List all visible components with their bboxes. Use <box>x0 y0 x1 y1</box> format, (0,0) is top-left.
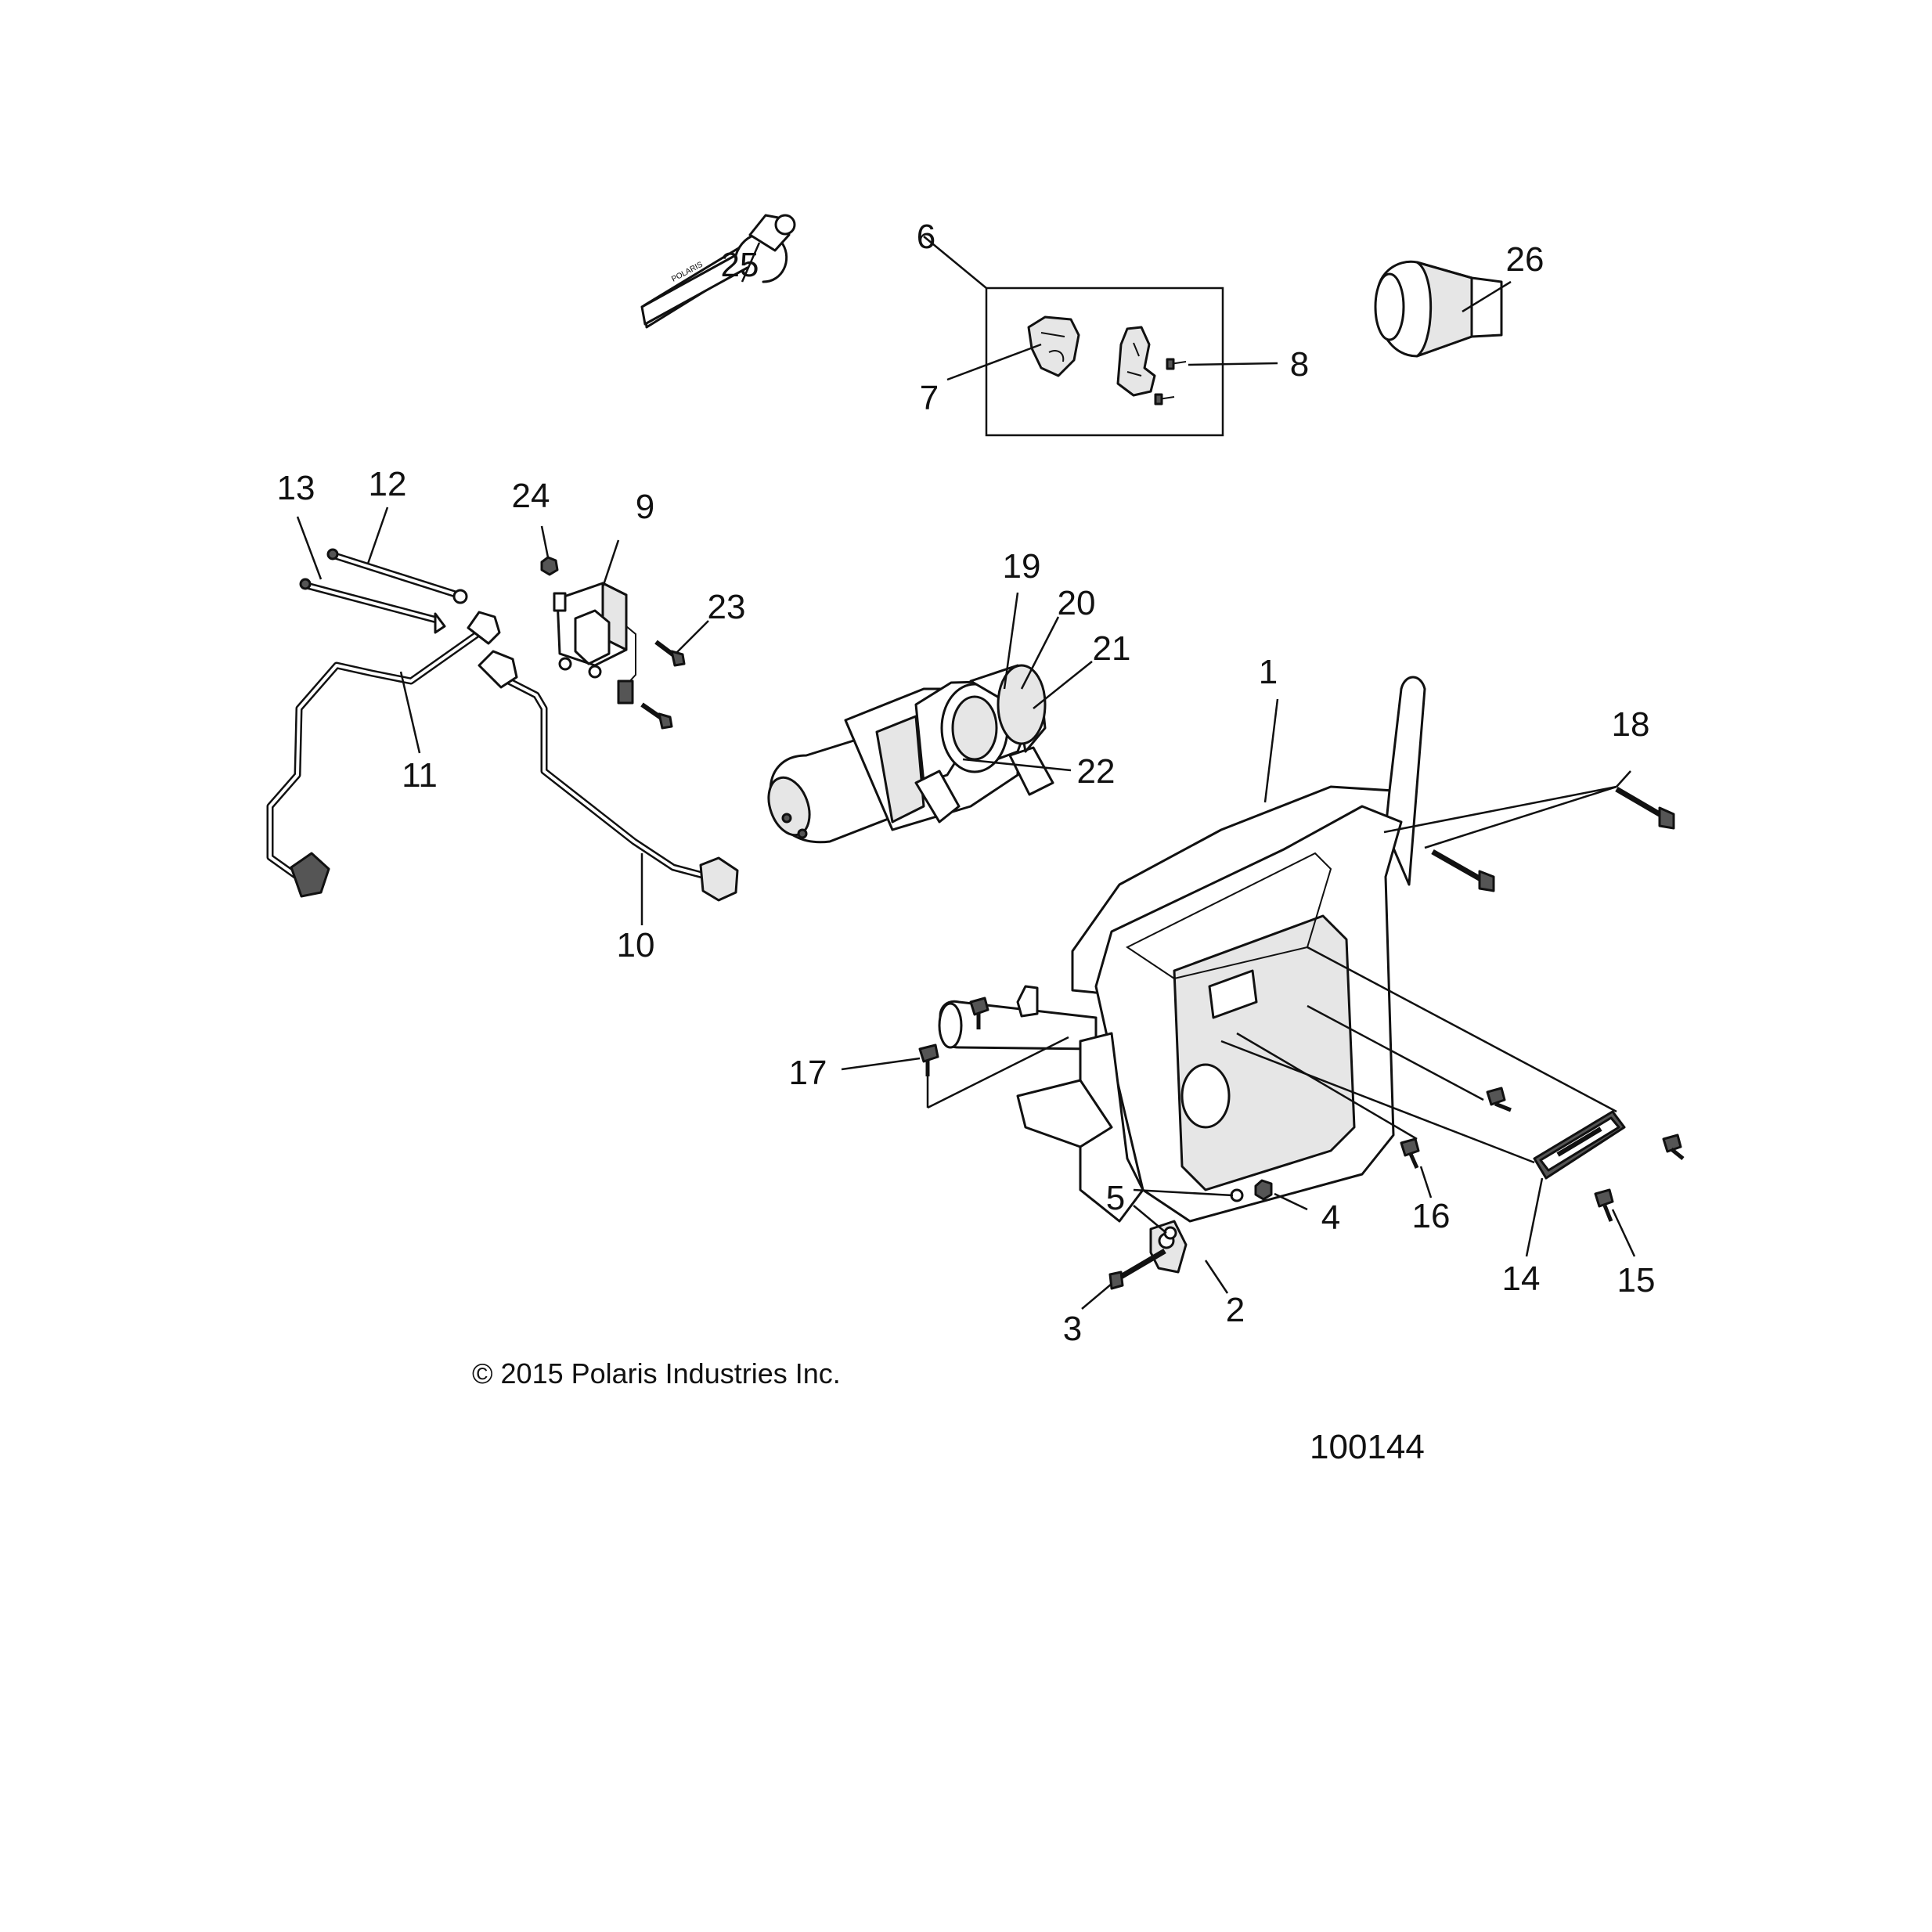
callout-7: 7 <box>920 379 939 417</box>
plate-bolt-upper <box>1662 1134 1685 1160</box>
flange-bolt-right-2 <box>1400 1137 1420 1170</box>
bracket-nut <box>1254 1179 1273 1201</box>
callout-10: 10 <box>617 926 655 964</box>
callout-1: 1 <box>1259 653 1278 691</box>
callout-23: 23 <box>708 588 746 626</box>
contactor-bolt-lower <box>640 702 673 730</box>
cable-short-lower <box>299 578 446 634</box>
winch-cable-alt <box>478 650 739 902</box>
leader-lines <box>296 236 1636 1310</box>
callout-16: 16 <box>1412 1197 1451 1235</box>
callout-14: 14 <box>1502 1260 1541 1298</box>
long-bolt-upper <box>1615 786 1675 830</box>
hook-other-half <box>1116 326 1156 397</box>
callout-12: 12 <box>369 465 407 503</box>
callout-13: 13 <box>277 469 315 507</box>
callout-19: 19 <box>1003 547 1041 586</box>
winch-strap-hook: POLARIS <box>640 214 796 329</box>
callout-20: 20 <box>1058 584 1096 622</box>
long-bolt-lower <box>1431 849 1495 892</box>
hook-half <box>1027 315 1080 377</box>
copyright-notice: © 2015 Polaris Industries Inc. <box>472 1357 841 1390</box>
washer-lower <box>1163 1226 1177 1240</box>
callout-2: 2 <box>1226 1291 1245 1329</box>
winch-mount-bumper <box>938 676 1426 1223</box>
hook-kit-box <box>985 287 1224 437</box>
callout-9: 9 <box>636 488 654 526</box>
callout-21: 21 <box>1093 629 1131 668</box>
winch-contactor <box>553 582 636 705</box>
callout-3: 3 <box>1063 1310 1082 1348</box>
callout-8: 8 <box>1290 345 1309 384</box>
contactor-bolt-upper <box>654 640 686 667</box>
fairlead-plate <box>1533 1110 1626 1180</box>
callout-17: 17 <box>789 1054 827 1092</box>
document-number: 100144 <box>1310 1428 1425 1466</box>
callout-18: 18 <box>1612 705 1650 744</box>
callout-6: 6 <box>917 218 935 256</box>
flange-bolt-left-2 <box>918 1043 939 1076</box>
callout-11: 11 <box>402 756 438 795</box>
hook-screw-lower <box>1154 393 1175 406</box>
callout-26: 26 <box>1506 240 1545 279</box>
tow-bracket-bolt <box>1108 1248 1166 1290</box>
callout-25: 25 <box>721 246 759 284</box>
hook-screw-upper <box>1166 358 1187 370</box>
flange-bolt-left-1 <box>969 997 989 1029</box>
fairlead-guard <box>1374 260 1503 358</box>
winch-assembly <box>767 664 1054 844</box>
callout-24: 24 <box>512 477 550 515</box>
flange-bolt-right-1 <box>1486 1087 1512 1112</box>
winch-cable-long <box>266 611 501 898</box>
plate-bolt-lower <box>1594 1188 1614 1222</box>
callout-4: 4 <box>1321 1198 1340 1237</box>
washer-upper <box>1230 1188 1244 1202</box>
solenoid-nut <box>540 556 559 576</box>
cable-short-upper <box>326 548 468 604</box>
callout-5: 5 <box>1106 1179 1125 1217</box>
tow-bracket <box>1149 1220 1188 1274</box>
callout-22: 22 <box>1077 752 1116 791</box>
callout-15: 15 <box>1617 1261 1656 1299</box>
